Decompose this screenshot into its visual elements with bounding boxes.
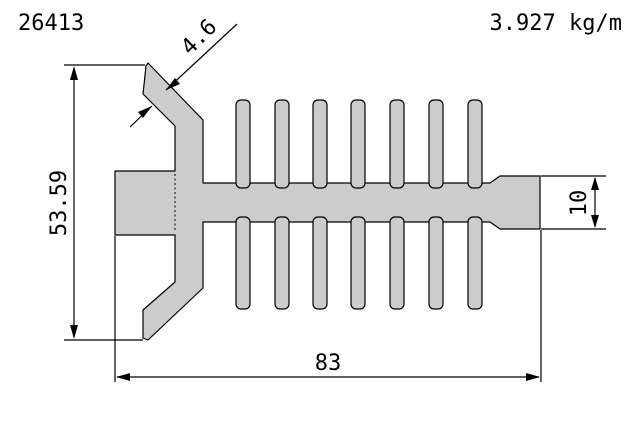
fin-upper-2 <box>274 99 290 189</box>
arrow-tab-top <box>591 177 599 190</box>
fin-joins <box>237 182 481 223</box>
fin-upper-6 <box>428 99 444 189</box>
arrow-width-left <box>116 373 130 381</box>
fin-lower-5 <box>389 216 405 310</box>
arrow-thickness-outer <box>166 78 180 90</box>
dim-height <box>64 64 145 341</box>
fin-lower-6 <box>428 216 444 310</box>
arrow-tab-bottom <box>591 215 599 228</box>
dim-tab-label: 10 <box>567 190 592 217</box>
weight-per-meter: 3.927 kg/m <box>490 11 622 36</box>
dim-width-label: 83 <box>315 351 342 376</box>
arrow-height-top <box>70 66 78 80</box>
arrow-thickness-inner <box>138 106 152 118</box>
serration-marks <box>174 122 204 286</box>
arrow-height-bottom <box>70 325 78 339</box>
fin-upper-4 <box>350 99 366 189</box>
dim-height-label: 53.59 <box>47 170 72 236</box>
fin-upper-3 <box>312 99 328 189</box>
fin-lower-3 <box>312 216 328 310</box>
fin-lower-4 <box>350 216 366 310</box>
dim-width <box>114 230 542 382</box>
arrow-width-right <box>526 373 540 381</box>
fin-upper-1 <box>235 99 251 189</box>
heatsink-profile <box>114 62 541 341</box>
fin-upper-7 <box>467 99 483 189</box>
part-number: 26413 <box>18 11 84 36</box>
fin-upper-5 <box>389 99 405 189</box>
fin-lower-7 <box>467 216 483 310</box>
fin-lower-2 <box>274 216 290 310</box>
fin-lower-1 <box>235 216 251 310</box>
dim-thickness-label: 4.6 <box>177 15 223 61</box>
